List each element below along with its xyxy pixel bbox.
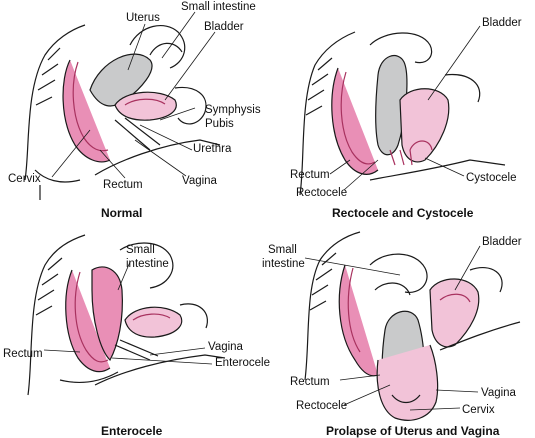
label-uterus: Uterus (126, 12, 160, 24)
label-vagina-3: Vagina (208, 341, 243, 353)
label-vagina: Vagina (182, 175, 217, 187)
label-intestine-3: intestine (126, 258, 169, 270)
label-rectum-4: Rectum (290, 376, 330, 388)
label-rectocele-2: Rectocele (296, 187, 348, 199)
label-symphysis: Symphysis (205, 104, 261, 116)
label-intestine-4: intestine (262, 258, 305, 270)
label-cystocele: Cystocele (466, 172, 517, 184)
panel-prolapse-drawing (304, 231, 521, 421)
label-bladder: Bladder (204, 21, 244, 33)
label-vagina-4: Vagina (481, 387, 516, 399)
label-cervix-4: Cervix (462, 404, 495, 416)
label-small-3: Small (126, 244, 155, 256)
label-bladder-4: Bladder (482, 236, 522, 248)
panel-title-normal: Normal (101, 206, 143, 220)
label-enterocele: Enterocele (215, 357, 270, 369)
panel-title-enterocele: Enterocele (101, 424, 163, 438)
label-rectocele-4: Rectocele (296, 400, 348, 412)
label-rectum: Rectum (103, 179, 143, 191)
label-small-4: Small (268, 244, 297, 256)
label-rectum-2: Rectum (290, 169, 330, 181)
panel-normal-drawing (24, 24, 221, 200)
label-pubis: Pubis (205, 118, 234, 130)
label-rectum-3: Rectum (3, 348, 43, 360)
panel-enterocele-drawing (27, 234, 226, 396)
panel-title-prolapse: Prolapse of Uterus and Vagina (326, 424, 500, 438)
label-cervix: Cervix (8, 173, 41, 185)
leader-lines (43, 11, 481, 411)
label-urethra: Urethra (193, 143, 232, 155)
label-bladder-2: Bladder (482, 17, 522, 29)
panel-rectocele-drawing (299, 31, 506, 196)
panel-title-rectocele-cystocele: Rectocele and Cystocele (332, 206, 474, 220)
label-small-intestine: Small intestine (181, 1, 256, 13)
